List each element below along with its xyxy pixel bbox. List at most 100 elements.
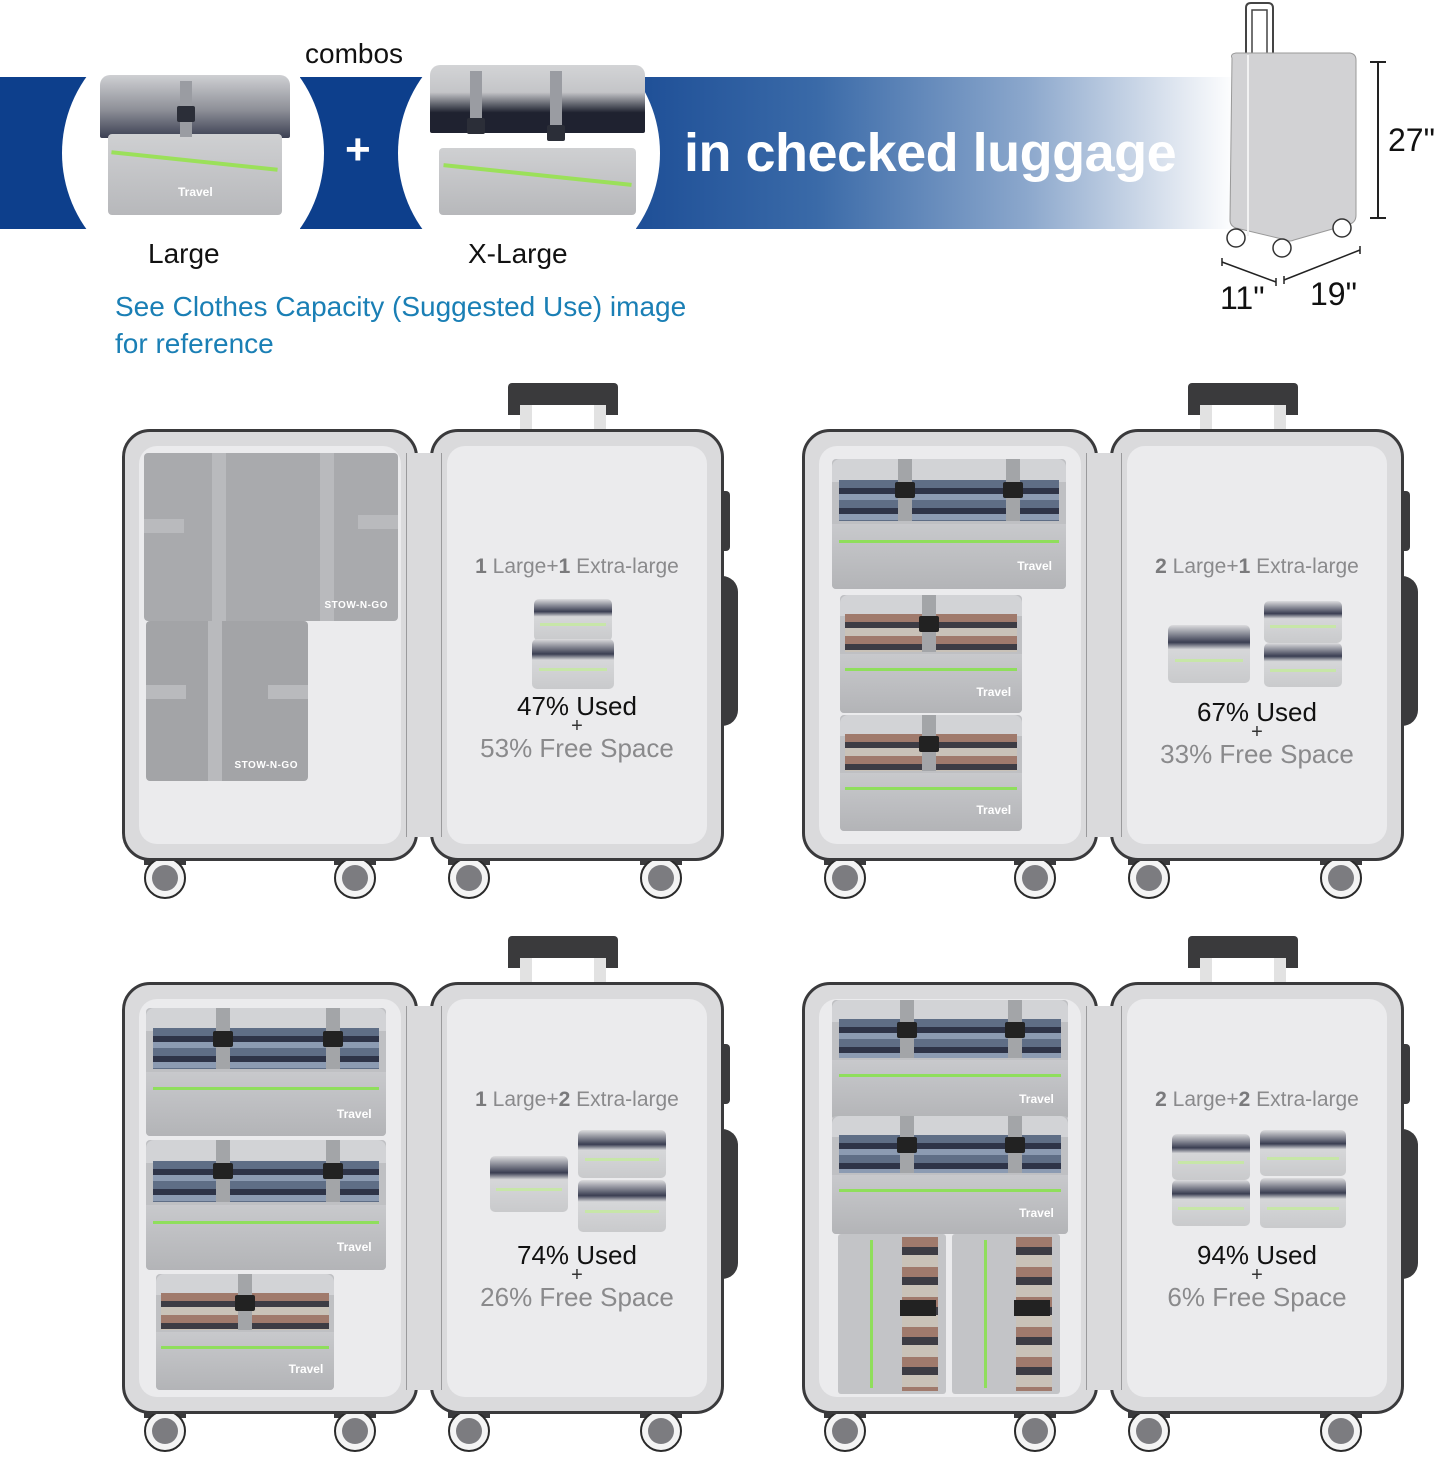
dimension-width: 19"	[1310, 276, 1357, 312]
wheel-icon	[1128, 857, 1170, 899]
xlarge-packing-cube: Travel	[146, 1140, 386, 1270]
wheel-icon	[1014, 1410, 1056, 1452]
wheel-icon	[640, 857, 682, 899]
reference-line-1: See Clothes Capacity (Suggested Use) ima…	[115, 291, 687, 322]
xlarge-packing-cube: Travel	[146, 1008, 386, 1136]
wheel-icon	[640, 1410, 682, 1452]
side-handle-icon	[1402, 1044, 1410, 1104]
side-handle-icon	[722, 1044, 730, 1104]
folded-cube: STOW-N-GO	[146, 621, 308, 781]
large-packing-cube-vertical	[838, 1234, 946, 1394]
cube-logo: Travel	[1019, 1091, 1054, 1106]
combo-summary: 1 Large+2 Extra-large 74% Used + 26% Fre…	[444, 1088, 710, 1318]
mini-cube-image	[490, 1156, 568, 1212]
buckle-icon	[323, 1031, 343, 1048]
mini-cube-image	[1264, 601, 1342, 643]
product-caption-large: Large	[148, 238, 220, 269]
cube-logo: Travel	[976, 803, 1012, 818]
mini-cube-image	[1172, 1180, 1250, 1226]
mini-cube-image	[1260, 1130, 1346, 1176]
used-percentage: 74% Used	[517, 1240, 637, 1270]
xlarge-packing-cube: Travel	[832, 459, 1066, 589]
buckle-icon	[213, 1163, 233, 1180]
used-percentage: 47% Used	[517, 691, 637, 721]
free-space-percentage: 33% Free Space	[1160, 739, 1354, 769]
cube-logo: Travel	[336, 1106, 372, 1121]
cube-logo: Travel	[288, 1362, 324, 1377]
large-packing-cube: Travel	[156, 1274, 334, 1390]
mini-cube-image	[578, 1180, 666, 1232]
wheel-icon	[1320, 857, 1362, 899]
xlarge-packing-cube: Travel	[832, 1000, 1068, 1120]
plus-symbol: +	[1251, 1264, 1263, 1286]
buckle-icon	[467, 117, 485, 134]
suitcase-combo-3: Travel Travel Travel 1 Large+2 Extra-lar…	[110, 936, 738, 1456]
clothes-capacity-reference[interactable]: See Clothes Capacity (Suggested Use) ima…	[115, 288, 686, 362]
suitcase-icon	[1221, 2, 1386, 286]
dimension-height: 27"	[1388, 122, 1435, 158]
side-handle-icon	[1402, 576, 1418, 726]
cube-logo: STOW-N-GO	[324, 600, 388, 611]
free-space-percentage: 26% Free Space	[480, 1282, 674, 1312]
suitcase-combo-2: Travel Travel Travel 2 Large+1 Extra-lar…	[790, 383, 1418, 903]
mini-cube-image	[1168, 625, 1250, 683]
large-packing-cube: Travel	[840, 595, 1022, 713]
cube-logo: Travel	[1019, 1205, 1054, 1220]
xlarge-packing-cube: Travel	[832, 1116, 1068, 1234]
wheel-icon	[824, 857, 866, 899]
mini-cube-image	[1172, 1134, 1250, 1180]
wheel-icon	[1014, 857, 1056, 899]
used-percentage: 94% Used	[1197, 1240, 1317, 1270]
plus-symbol: +	[1251, 721, 1263, 743]
suitcase-combo-4: Travel Travel 2 Large+2 Extra-large 94% …	[790, 936, 1418, 1456]
side-handle-icon	[1402, 491, 1410, 551]
combo-title: 2 Large+1 Extra-large	[1155, 555, 1359, 578]
mini-cube-image	[534, 599, 612, 641]
buckle-icon	[919, 735, 939, 752]
buckle-icon	[213, 1031, 233, 1048]
buckle-icon	[1005, 1137, 1025, 1154]
buckle-icon	[235, 1294, 255, 1311]
cube-logo: Travel	[336, 1240, 372, 1255]
buckle-icon	[323, 1163, 343, 1180]
folded-cube: STOW-N-GO	[144, 453, 398, 621]
product-caption-xlarge: X-Large	[468, 238, 568, 269]
large-packing-cube: Travel	[840, 715, 1022, 831]
plus-symbol: +	[571, 715, 583, 737]
combo-title: 1 Large+2 Extra-large	[475, 1088, 679, 1111]
side-handle-icon	[722, 491, 730, 551]
suitcase-right-half	[1110, 982, 1404, 1414]
plus-icon: +	[345, 125, 371, 174]
buckle-icon	[1003, 482, 1023, 499]
used-percentage: 67% Used	[1197, 697, 1317, 727]
wheel-icon	[1320, 1410, 1362, 1452]
large-packing-cube-vertical	[952, 1234, 1060, 1394]
xlarge-cube-image	[430, 65, 645, 215]
wheel-icon	[1128, 1410, 1170, 1452]
side-handle-icon	[722, 1129, 738, 1279]
mini-cube-image	[532, 639, 614, 689]
large-cube-image: Travel	[100, 75, 290, 215]
mini-cube-image	[1260, 1178, 1346, 1228]
dimension-depth: 11"	[1220, 280, 1265, 316]
buckle-icon	[900, 1300, 936, 1316]
side-handle-icon	[1402, 1129, 1418, 1279]
wheel-icon	[144, 857, 186, 899]
wheel-icon	[824, 1410, 866, 1452]
side-handle-icon	[722, 576, 738, 726]
wheel-icon	[448, 857, 490, 899]
reference-line-2: for reference	[115, 328, 274, 359]
buckle-icon	[177, 105, 195, 122]
free-space-percentage: 6% Free Space	[1167, 1282, 1347, 1312]
hinge	[1086, 453, 1122, 837]
blue-gradient-band	[636, 77, 1236, 229]
buckle-icon	[895, 482, 915, 499]
buckle-icon	[1014, 1300, 1050, 1316]
buckle-icon	[547, 125, 565, 141]
mini-cube-image	[578, 1130, 666, 1178]
hinge	[406, 453, 442, 837]
cube-logo: Travel	[976, 684, 1012, 699]
combo-summary: 2 Large+1 Extra-large 67% Used + 33% Fre…	[1124, 555, 1390, 775]
bag-logo: Travel	[178, 185, 213, 199]
cube-logo: Travel	[1017, 559, 1052, 574]
